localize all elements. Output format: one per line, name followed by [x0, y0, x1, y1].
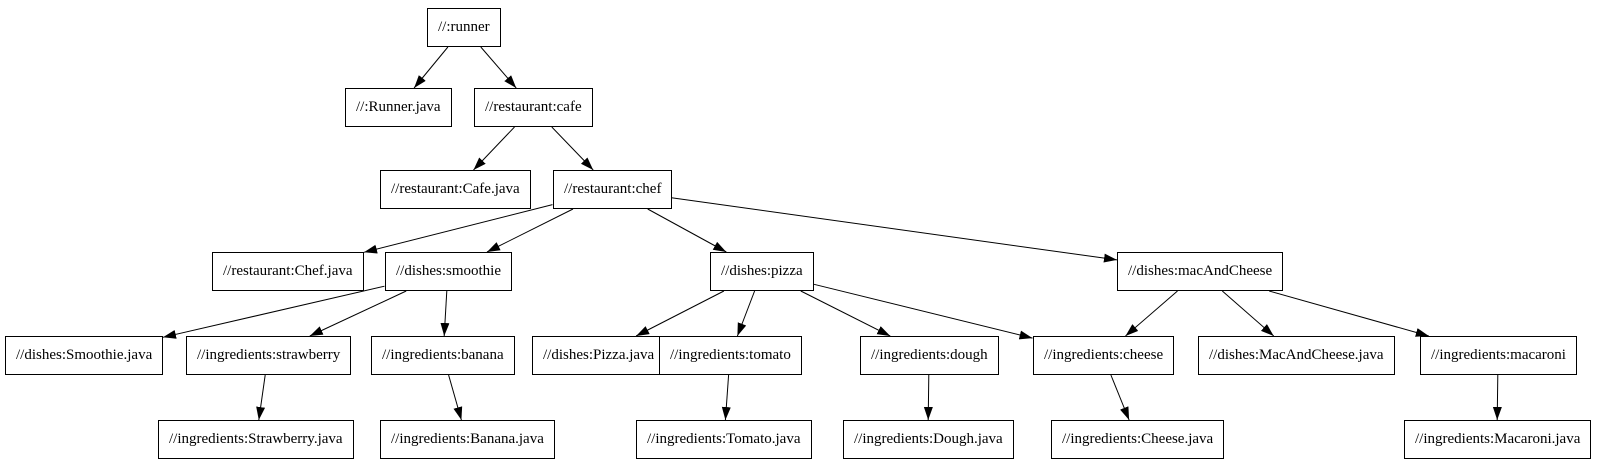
- edge-pizza-to-tomato: [736, 290, 756, 337]
- edge-chef-to-chef-java: [363, 204, 553, 254]
- graph-node-mac-and-cheese-java: //dishes:MacAndCheese.java: [1198, 336, 1395, 375]
- edge-chef-to-mac-and-cheese: [671, 197, 1118, 263]
- graph-node-pizza: //dishes:pizza: [710, 252, 814, 291]
- graph-node-pizza-java: //dishes:Pizza.java: [532, 336, 666, 375]
- edge-banana-to-banana-java: [448, 374, 463, 421]
- edge-strawberry-to-strawberry-java: [256, 374, 266, 421]
- edge-pizza-to-pizza-java: [635, 290, 725, 337]
- graph-node-cheese: //ingredients:cheese: [1033, 336, 1175, 375]
- graph-node-strawberry: //ingredients:strawberry: [186, 336, 352, 375]
- graph-node-cafe-java: //restaurant:Cafe.java: [380, 170, 531, 209]
- graph-node-macaroni: //ingredients:macaroni: [1420, 336, 1577, 375]
- graph-node-strawberry-java: //ingredients:Strawberry.java: [158, 420, 354, 459]
- edge-runner-to-cafe: [480, 46, 517, 89]
- graph-node-runner-java: //:Runner.java: [345, 88, 452, 127]
- graph-node-smoothie-java: //dishes:Smoothie.java: [5, 336, 164, 375]
- edge-pizza-to-cheese: [813, 283, 1033, 340]
- edge-chef-to-smoothie: [486, 208, 574, 253]
- edge-chef-to-pizza: [647, 208, 727, 253]
- edge-smoothie-to-smoothie-java: [162, 285, 385, 339]
- graph-node-chef-java: //restaurant:Chef.java: [212, 252, 364, 291]
- graph-node-cheese-java: //ingredients:Cheese.java: [1051, 420, 1225, 459]
- edge-smoothie-to-banana: [440, 290, 450, 337]
- edge-dough-to-dough-java: [923, 374, 933, 421]
- edge-mac-and-cheese-to-cheese: [1125, 290, 1178, 337]
- edge-macaroni-to-macaroni-java: [1492, 374, 1502, 421]
- edge-runner-to-runner-java: [413, 46, 449, 89]
- graph-node-dough: //ingredients:dough: [860, 336, 999, 375]
- edge-pizza-to-dough: [800, 290, 891, 337]
- graph-node-runner: //:runner: [427, 8, 501, 47]
- edge-cafe-to-chef: [551, 126, 594, 171]
- edge-cafe-to-cafe-java: [473, 126, 515, 171]
- edge-mac-and-cheese-to-mac-and-cheese-java: [1221, 290, 1275, 337]
- edge-mac-and-cheese-to-macaroni: [1269, 290, 1429, 337]
- graph-node-banana-java: //ingredients:Banana.java: [380, 420, 555, 459]
- graph-node-banana: //ingredients:banana: [371, 336, 515, 375]
- graph-node-dough-java: //ingredients:Dough.java: [843, 420, 1014, 459]
- edge-cheese-to-cheese-java: [1110, 374, 1130, 421]
- graph-node-cafe: //restaurant:cafe: [474, 88, 593, 127]
- graph-node-tomato: //ingredients:tomato: [659, 336, 802, 375]
- graph-node-smoothie: //dishes:smoothie: [385, 252, 512, 291]
- graph-node-macaroni-java: //ingredients:Macaroni.java: [1404, 420, 1592, 459]
- graph-node-mac-and-cheese: //dishes:macAndCheese: [1117, 252, 1284, 291]
- edge-tomato-to-tomato-java: [721, 374, 731, 421]
- edge-smoothie-to-strawberry: [309, 290, 407, 337]
- graph-node-tomato-java: //ingredients:Tomato.java: [636, 420, 812, 459]
- graph-node-chef: //restaurant:chef: [553, 170, 673, 209]
